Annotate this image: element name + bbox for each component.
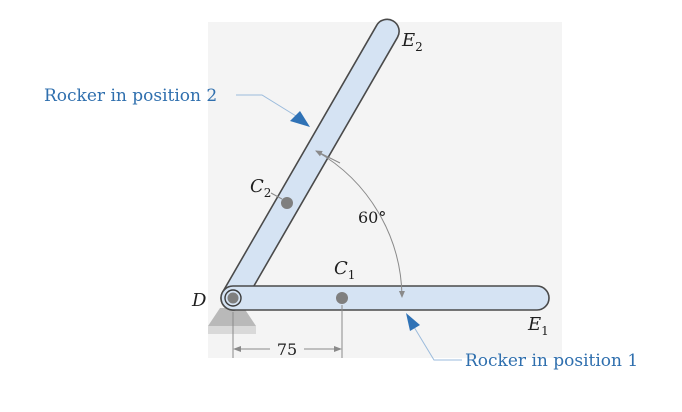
label-e1: E1 bbox=[527, 314, 549, 338]
rocker-position-1 bbox=[220, 285, 550, 311]
callout-position-1-arrowhead bbox=[406, 313, 420, 331]
callout-position-2: Rocker in position 2 bbox=[44, 86, 217, 106]
label-e2: E2 bbox=[401, 30, 423, 54]
label-d: D bbox=[191, 290, 207, 311]
leader-c2 bbox=[270, 192, 283, 200]
ground-support bbox=[208, 308, 256, 334]
label-c2: C2 bbox=[250, 176, 271, 200]
callout-position-1: Rocker in position 1 bbox=[465, 351, 638, 371]
angle-arc-start-arrow bbox=[315, 150, 341, 164]
angle-label: 60° bbox=[358, 208, 386, 227]
angle-arc bbox=[315, 150, 405, 298]
pivot-d-pin bbox=[227, 292, 239, 304]
pin-c2 bbox=[281, 197, 293, 209]
pin-c1 bbox=[336, 292, 348, 304]
callout-position-2-leader bbox=[236, 94, 297, 117]
dimension-label: 75 bbox=[277, 340, 297, 359]
callout-position-2-arrowhead bbox=[290, 111, 310, 127]
pivot-d-ring bbox=[224, 289, 242, 307]
dimension-75 bbox=[232, 305, 343, 358]
callout-position-1-leader bbox=[413, 326, 462, 361]
label-c1: C1 bbox=[334, 258, 355, 282]
